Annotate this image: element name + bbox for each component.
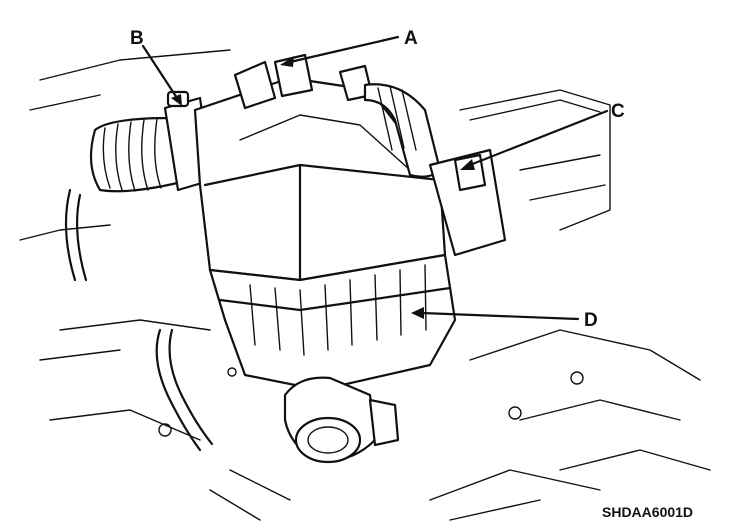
arrowhead-c [460, 159, 475, 170]
callout-label-d: D [584, 310, 598, 331]
air-cleaner-housing [193, 76, 457, 464]
arrowhead-d [411, 307, 424, 319]
callout-label-b: B [130, 28, 144, 49]
callout-label-c: C [611, 101, 625, 122]
leader-line-b [141, 44, 179, 100]
figure-code: SHDAA6001D [602, 504, 693, 520]
callout-label-a: A [404, 28, 418, 49]
leader-line-a [288, 35, 400, 64]
outlet-hose-c [363, 83, 507, 257]
leader-line-d [420, 311, 580, 321]
arrowhead-a [280, 56, 294, 67]
intake-duct [89, 116, 192, 193]
leader-line-c [468, 109, 609, 167]
engine-bay-background [19, 49, 711, 521]
leader-lines [141, 35, 609, 321]
arrowhead-b [171, 94, 182, 106]
callout-labels: A B C D [130, 28, 625, 331]
